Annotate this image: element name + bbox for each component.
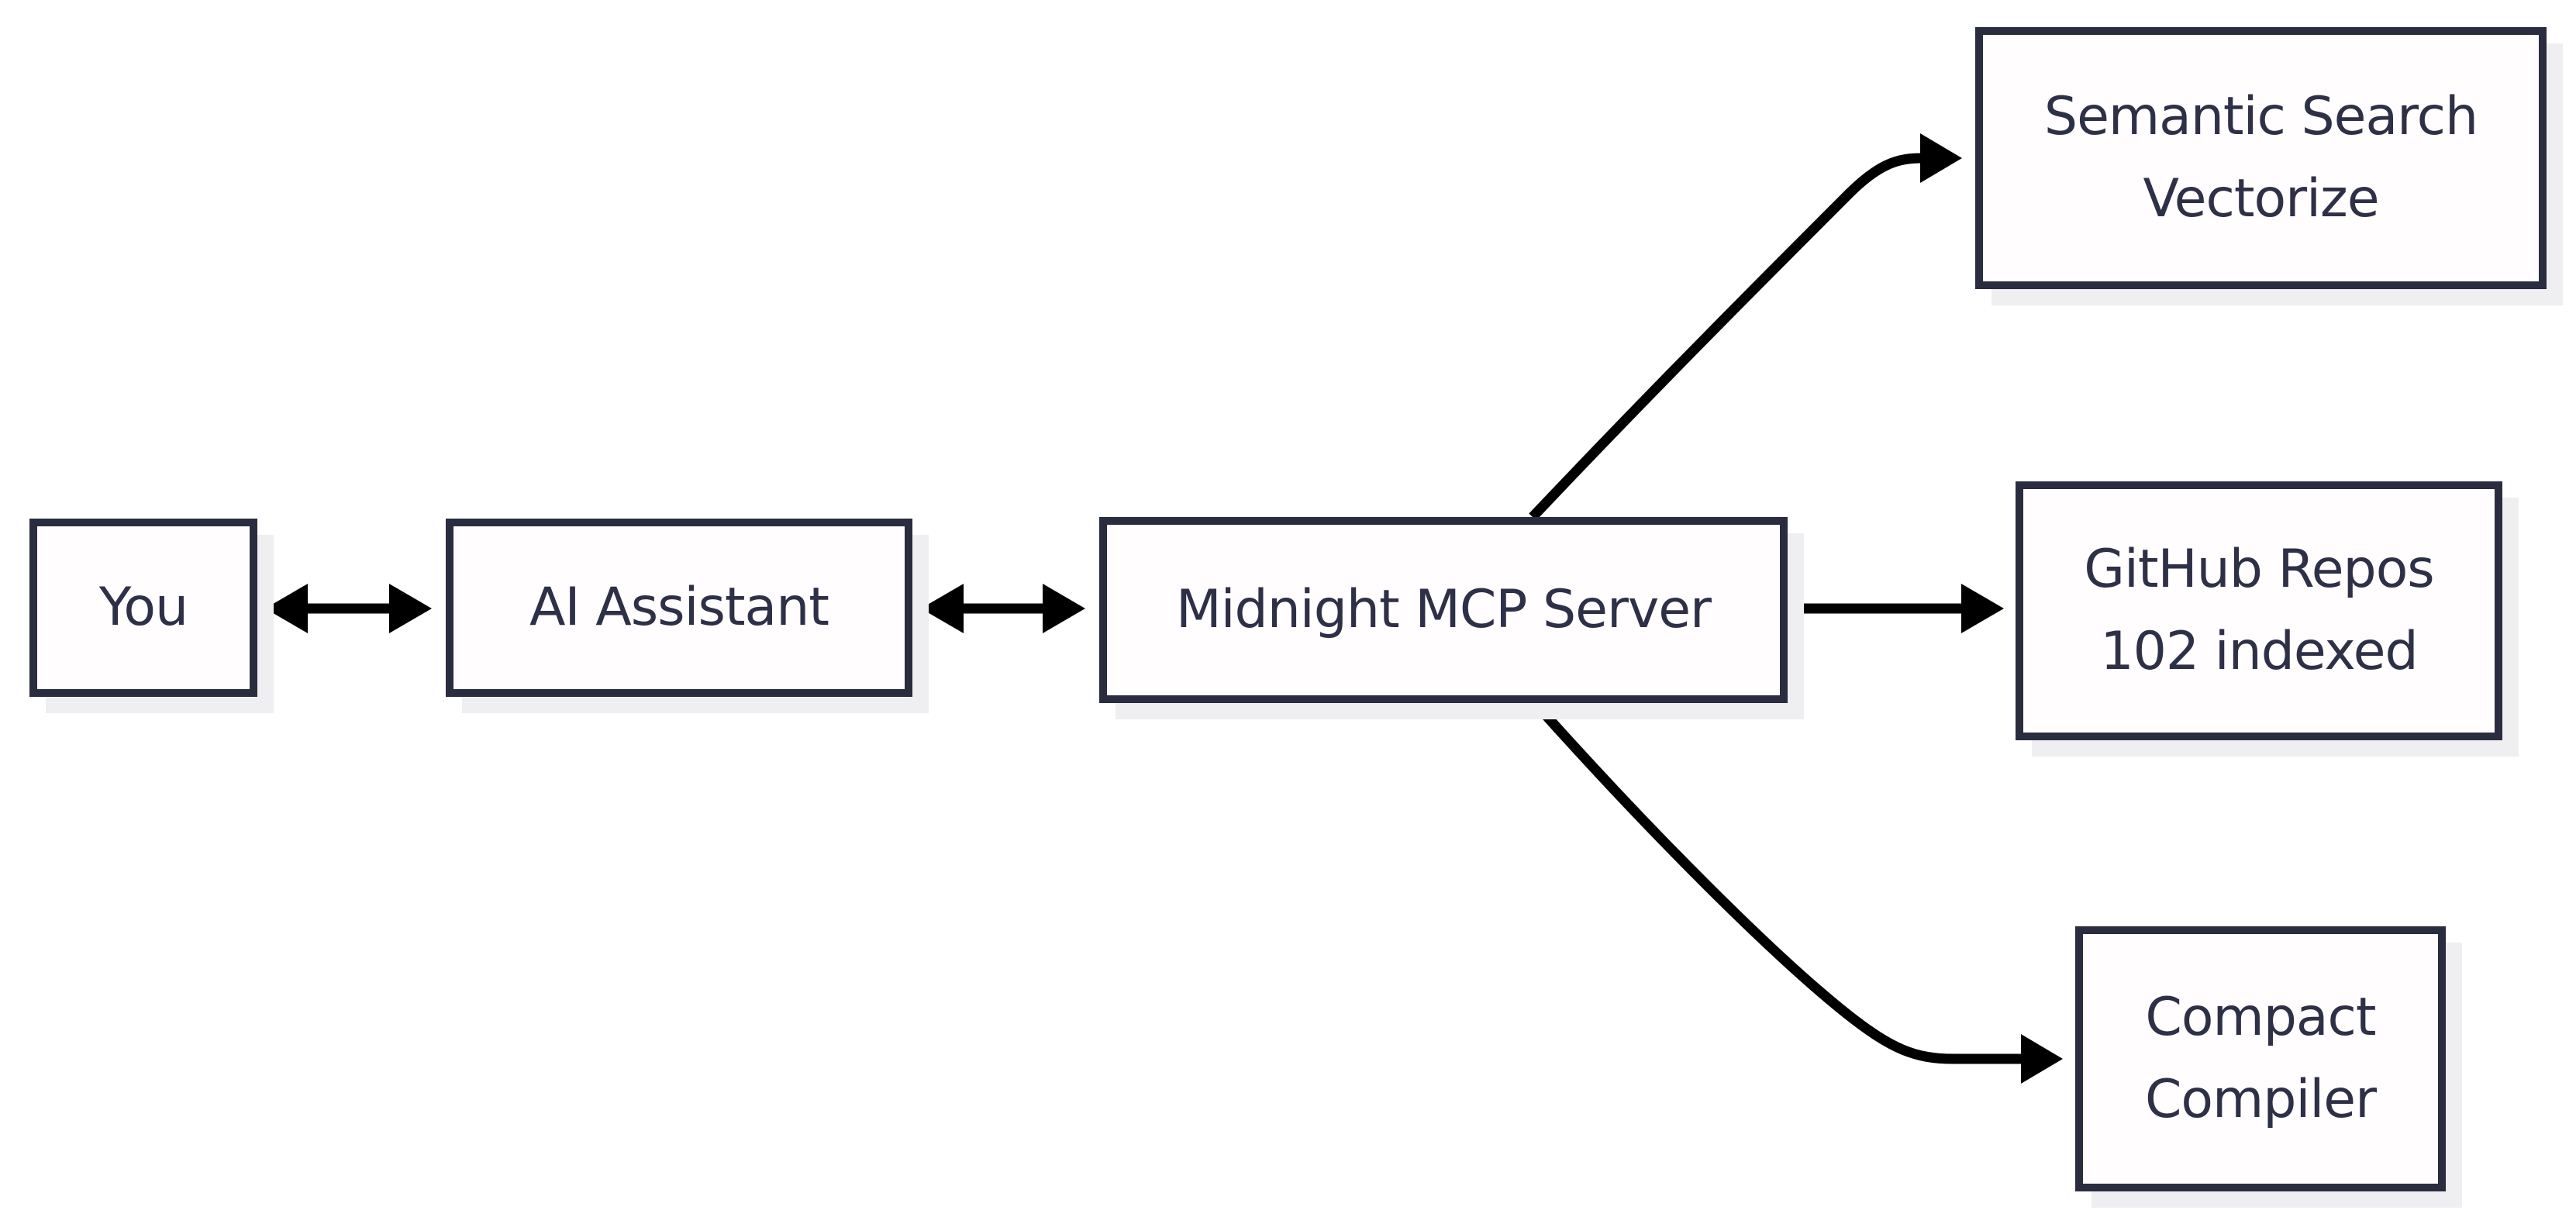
node-compact-compiler-line2: Compiler xyxy=(2144,1069,2377,1130)
node-you-label: You xyxy=(98,577,188,638)
node-ai-assistant: AI Assistant xyxy=(446,519,912,697)
node-github-repos-line2: 102 indexed xyxy=(2100,621,2418,682)
edge-mcp-semantic-arrow xyxy=(1529,133,1962,521)
node-semantic-search-line2: Vectorize xyxy=(2143,168,2379,229)
node-semantic-search-vectorize: Semantic Search Vectorize xyxy=(1975,27,2547,289)
node-github-repos-line1: GitHub Repos xyxy=(2084,539,2434,600)
edge-mcp-compact-arrow xyxy=(1531,699,2063,1084)
node-you: You xyxy=(29,519,257,697)
edge-ai-mcp-double-arrow xyxy=(921,584,1085,633)
edge-mcp-github-arrow xyxy=(1788,584,2004,633)
node-semantic-search-line1: Semantic Search xyxy=(2043,86,2478,147)
node-compact-compiler: Compact Compiler xyxy=(2075,926,2446,1191)
edge-you-ai-double-arrow xyxy=(265,584,432,633)
node-compact-compiler-line1: Compact xyxy=(2145,987,2376,1048)
node-ai-assistant-label: AI Assistant xyxy=(529,577,829,638)
node-github-repos: GitHub Repos 102 indexed xyxy=(2016,481,2502,740)
node-midnight-mcp-server-label: Midnight MCP Server xyxy=(1175,579,1712,640)
node-midnight-mcp-server: Midnight MCP Server xyxy=(1099,517,1788,703)
